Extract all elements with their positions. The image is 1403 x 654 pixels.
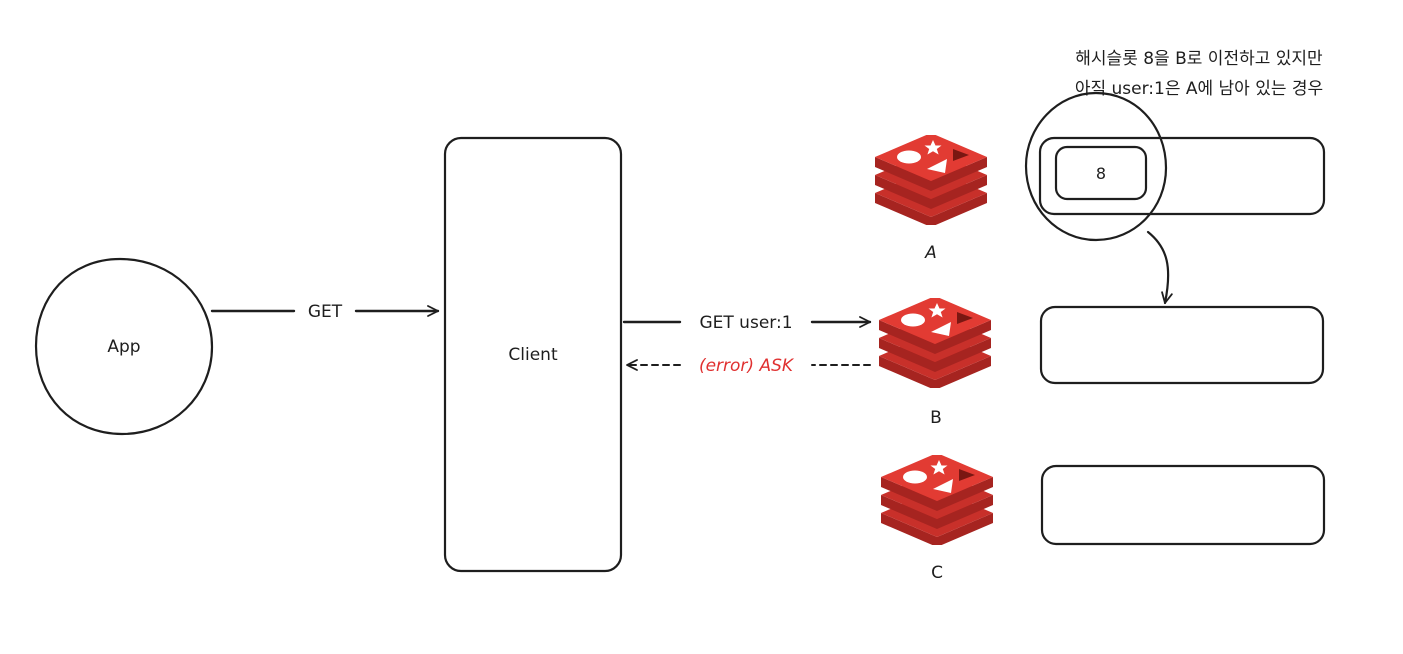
redis-node-a[interactable] (875, 133, 987, 227)
slot-8-label: 8 (1096, 164, 1106, 183)
node-a-label: A (924, 243, 937, 263)
slot-highlight-circle (1024, 91, 1168, 242)
migration-arrow (1146, 230, 1173, 305)
redis-logo-icon (875, 135, 987, 225)
node-c-label: C (931, 563, 943, 583)
slot-box-c[interactable] (1040, 464, 1326, 546)
note-line-2: 아직 user:1은 A에 남아 있는 경우 (1075, 79, 1323, 99)
slot-box-b[interactable] (1039, 305, 1325, 385)
error-ask-label: (error) ASK (699, 356, 795, 376)
slot-8-box[interactable] (1054, 145, 1148, 201)
redis-logo-icon (879, 298, 991, 388)
redis-node-b[interactable] (879, 296, 991, 390)
note-line-1: 해시슬롯 8을 B로 이전하고 있지만 (1075, 49, 1323, 69)
get-label: GET (308, 302, 343, 322)
redis-logo-icon (881, 455, 993, 545)
app-circle[interactable] (34, 257, 214, 436)
client-box[interactable] (443, 136, 623, 573)
redis-node-c[interactable] (881, 453, 993, 547)
client-label: Client (508, 345, 558, 365)
app-label: App (107, 337, 140, 357)
get-user-label: GET user:1 (699, 313, 792, 333)
node-b-label: B (930, 408, 942, 428)
slot-box-a[interactable] (1038, 136, 1326, 216)
